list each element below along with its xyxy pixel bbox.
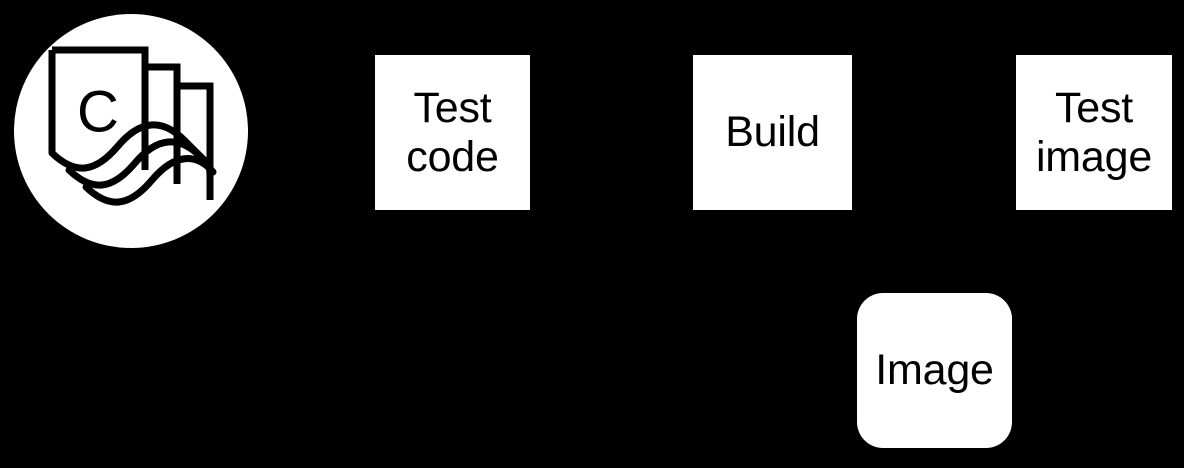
brand-logo[interactable]: C <box>14 14 248 248</box>
node-test-image[interactable]: Test image <box>1016 55 1172 210</box>
node-test-code[interactable]: Test code <box>375 55 530 210</box>
node-image[interactable]: Image <box>857 293 1012 448</box>
svg-text:C: C <box>77 79 119 144</box>
node-build[interactable]: Build <box>693 55 852 210</box>
pages-document-icon: C <box>48 46 217 206</box>
